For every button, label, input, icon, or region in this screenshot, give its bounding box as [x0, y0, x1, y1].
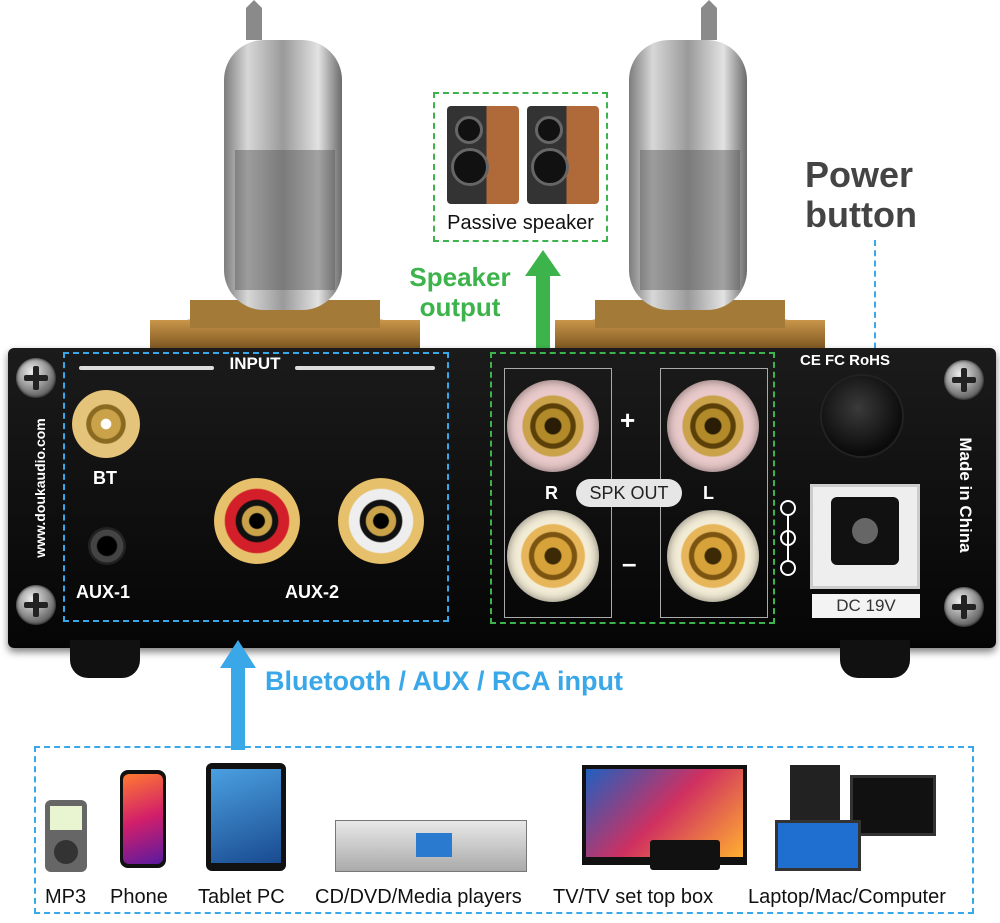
aux2-rca-red[interactable]: [214, 478, 300, 564]
power-button[interactable]: [822, 376, 902, 456]
mp3-player-icon: [45, 800, 87, 872]
input-caption: Bluetooth / AUX / RCA input: [265, 666, 623, 696]
set-top-box-icon: [650, 840, 720, 870]
power-label-line2: button: [805, 194, 917, 235]
vacuum-tube-left: [150, 0, 420, 357]
speaker-output-line2: output: [419, 292, 501, 322]
speaker-terminal-r-minus[interactable]: [507, 510, 599, 602]
aux2-rca-white[interactable]: [338, 478, 424, 564]
devices-strip: [34, 746, 974, 914]
tablet-icon: [206, 763, 286, 871]
aux1-label: AUX-1: [76, 582, 131, 602]
plus-sign: +: [620, 405, 636, 435]
vacuum-tube-right: [555, 0, 825, 357]
screw-top-left: [16, 358, 56, 398]
device-label-tv: TV/TV set top box: [553, 886, 714, 908]
power-pointer-line: [874, 240, 876, 400]
input-section: INPUT: [63, 352, 449, 622]
speaker-left-icon: [447, 106, 519, 204]
passive-speaker-callout: Passive speaker: [433, 92, 608, 242]
made-in-text: Made in China: [956, 437, 975, 553]
speaker-output-line1: Speaker: [409, 262, 511, 292]
input-arrow: [218, 640, 258, 750]
website-text: www.doukaudio.com: [32, 418, 48, 558]
speaker-terminal-r-plus[interactable]: [507, 380, 599, 472]
input-title: INPUT: [229, 354, 281, 373]
power-button-label: Power button: [805, 155, 955, 235]
foot-left: [70, 640, 140, 678]
phone-icon: [120, 770, 166, 868]
device-label-media: CD/DVD/Media players: [315, 886, 522, 908]
speaker-output-label: Speaker output: [400, 262, 520, 322]
l-label: L: [703, 483, 714, 503]
foot-right: [840, 640, 910, 678]
certification-marks: CE FC RoHS: [800, 352, 890, 369]
aux1-jack[interactable]: [88, 527, 126, 565]
speaker-output-arrow: [523, 250, 563, 350]
aux2-label: AUX-2: [285, 582, 340, 602]
minus-sign: –: [622, 548, 637, 578]
device-label-computer: Laptop/Mac/Computer: [748, 886, 946, 908]
screw-bottom-right: [944, 587, 984, 627]
speaker-terminal-l-plus[interactable]: [667, 380, 759, 472]
power-label-line1: Power: [805, 154, 914, 195]
speaker-right-icon: [527, 106, 599, 204]
bt-label: BT: [93, 468, 117, 488]
dc-jack[interactable]: [810, 484, 920, 589]
screw-top-right: [944, 360, 984, 400]
passive-speaker-label: Passive speaker: [447, 212, 594, 234]
spk-out-badge: SPK OUT: [576, 479, 682, 507]
device-label-mp3: MP3: [45, 886, 87, 908]
media-player-icon: [335, 820, 527, 872]
dc-label: DC 19V: [812, 594, 920, 618]
bt-antenna-connector[interactable]: [72, 390, 140, 458]
input-bar-left: [79, 366, 214, 370]
device-label-tablet: Tablet PC: [198, 886, 285, 908]
screw-bottom-left: [16, 585, 56, 625]
speaker-terminal-l-minus[interactable]: [667, 510, 759, 602]
r-label: R: [545, 483, 558, 503]
dc-polarity-icon: [776, 498, 800, 578]
device-label-phone: Phone: [110, 886, 168, 908]
input-bar-right: [295, 366, 435, 370]
computer-icon: [775, 765, 936, 871]
